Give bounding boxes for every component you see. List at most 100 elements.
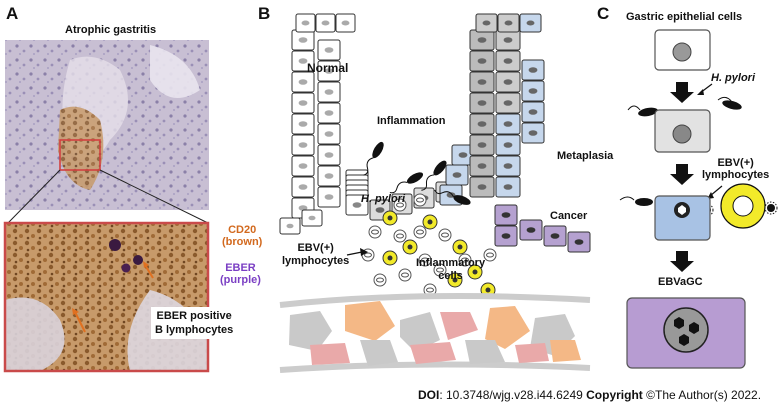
cell-nucleus <box>528 109 538 115</box>
cell-nucleus <box>477 58 487 64</box>
label-metaplasia: Metaplasia <box>557 150 614 162</box>
label-hpylori-c: H. pylori <box>711 72 756 84</box>
cell-nucleus <box>503 100 513 106</box>
cell-nucleus <box>503 79 513 85</box>
ebv-label-arrow <box>346 251 363 256</box>
lymphocyte-nucleus <box>387 215 393 221</box>
panel-a-letter: A <box>6 4 19 23</box>
cell-nucleus <box>526 20 535 26</box>
label-normal: Normal <box>307 61 349 75</box>
cell-nucleus <box>477 100 487 106</box>
cell-nucleus <box>324 89 334 95</box>
eber-label-line1: EBER <box>225 262 256 274</box>
cell-nucleus <box>458 152 468 158</box>
h-pylori-bacterium <box>389 172 424 194</box>
submucosa-tissue <box>465 340 505 364</box>
inflammatory-nucleus <box>396 233 404 239</box>
cell-nucleus <box>298 184 308 190</box>
inflammatory-nucleus <box>376 277 384 283</box>
doi-value: : 10.3748/wjg.v28.i44.6249 <box>439 388 583 402</box>
lymphocyte-nucleus <box>452 277 458 283</box>
inflammatory-cell <box>413 225 427 239</box>
inflammatory-cell <box>368 225 382 239</box>
inflammatory-cell <box>418 253 432 267</box>
cell-nucleus <box>477 121 487 127</box>
callout-line2: B lymphocytes <box>155 324 234 336</box>
inflammatory-cell <box>458 253 472 267</box>
doi-label: DOI <box>418 388 440 402</box>
inflammatory-cell <box>393 198 407 212</box>
cell-nucleus <box>324 152 334 158</box>
cell-nucleus <box>298 142 308 148</box>
cell-nucleus <box>528 88 538 94</box>
ebv-c-line2: lymphocytes <box>702 169 770 181</box>
label-ebv-lymphocytes-c: EBV(+) lymphocytes <box>702 157 769 181</box>
cell-nucleus <box>308 215 316 221</box>
cell-nucleus <box>477 79 487 85</box>
lymphocyte-nucleus <box>457 244 463 250</box>
submucosa-top-line <box>279 293 591 308</box>
submucosa-tissue <box>550 340 581 362</box>
cell-nucleus <box>503 121 513 127</box>
lymphocyte-nucleus <box>407 244 413 250</box>
label-ebv-lymphocytes-b: EBV(+) lymphocytes <box>282 242 349 268</box>
inflammatory-nucleus <box>421 257 429 263</box>
ebv-b-line2: lymphocytes <box>282 255 350 267</box>
panel-b-letter: B <box>258 4 271 23</box>
cd20-label: CD20 (brown) <box>222 224 262 248</box>
cell-nucleus <box>324 47 334 53</box>
panel-c-letter: C <box>597 4 610 23</box>
lymphocyte-nucleus <box>427 219 433 225</box>
label-ebvagc: EBVaGC <box>658 276 703 288</box>
ebv-c-line1: EBV(+) <box>717 157 754 169</box>
inflammatory-nucleus <box>486 252 494 258</box>
inflammatory-nucleus <box>426 287 434 293</box>
cell-nucleus <box>503 163 513 169</box>
eber-label-line2: (purple) <box>220 274 261 286</box>
cell-nucleus <box>324 110 334 116</box>
eber-label: EBER (purple) <box>220 262 261 286</box>
inflammatory-nucleus <box>371 229 379 235</box>
cell-nucleus <box>324 131 334 137</box>
eber-positive-callout: EBER positive B lymphocytes <box>151 307 238 339</box>
panel-c-artwork <box>619 29 778 369</box>
arrow-down-1 <box>670 82 694 103</box>
cell-nucleus <box>324 173 334 179</box>
cell-nucleus <box>501 233 511 239</box>
label-hpylori-b: H. pylori <box>361 193 406 205</box>
cell-nucleus <box>375 207 385 213</box>
panel-c-title: Gastric epithelial cells <box>626 11 743 23</box>
inflammatory-nucleus <box>441 232 449 238</box>
panel-a-artwork <box>3 40 210 373</box>
cell-nucleus <box>341 20 350 26</box>
ebv-label-arrowhead <box>360 248 368 256</box>
cell-nucleus <box>503 142 513 148</box>
copyright-label: Copyright <box>586 388 643 402</box>
ebv-b-line1: EBV(+) <box>297 242 334 254</box>
submucosa-tissue <box>310 343 350 365</box>
callout-line1: EBER positive <box>156 310 232 322</box>
h-pylori-bacterium <box>434 189 471 205</box>
cell-nucleus <box>321 20 330 26</box>
inflammatory-nucleus <box>396 202 404 208</box>
submucosa-tissue <box>289 311 332 351</box>
citation-footer: DOI: 10.3748/wjg.v28.i44.6249 Copyright … <box>418 388 761 402</box>
cell-nucleus <box>526 227 536 233</box>
cell-nucleus <box>298 121 308 127</box>
submucosa-tissue <box>400 312 440 352</box>
copyright-value: ©The Author(s) 2022. <box>642 388 762 402</box>
cell-nucleus <box>298 58 308 64</box>
arrow-down-3 <box>670 251 694 272</box>
cell-nucleus <box>324 68 334 74</box>
inflammatory-nucleus <box>416 229 424 235</box>
submucosa-tissue <box>360 340 398 366</box>
inflammatory-nucleus <box>401 272 409 278</box>
cell-nucleus <box>324 194 334 200</box>
inflammatory-cell <box>393 229 407 243</box>
cell-nucleus <box>298 37 308 43</box>
cell-nucleus <box>298 205 308 211</box>
inflammatory-cell <box>438 228 452 242</box>
cell-nucleus <box>550 233 560 239</box>
arrow-down-2 <box>670 164 694 185</box>
cell-nucleus <box>503 37 513 43</box>
